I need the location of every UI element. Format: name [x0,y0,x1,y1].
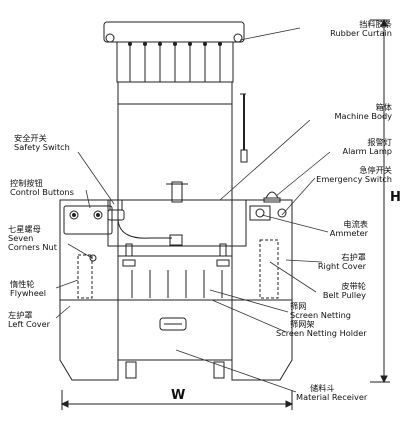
label-left-cover: 左护罩 Left Cover [8,310,50,329]
left-cover [59,199,119,381]
material-receiver-shape [117,299,233,379]
label-machine-body: 箱体 Machine Body [334,102,392,121]
label-flywheel: 惰性轮 Flywheel [10,279,47,298]
label-safety-switch: 安全开关 Safety Switch [14,133,70,152]
label-material-receiver: 储料斗 Material Receiver [296,383,368,402]
dimension-lines [60,18,390,410]
hopper [103,21,245,83]
label-right-cover: 右护罩 Right Cover [317,252,366,271]
label-ammeter: 电流表 Ammeter [329,219,368,238]
label-screen-netting-holder: 筛网架 Screen Netting Holder [276,319,367,338]
label-rubber-curtain: 挡料胶条 Rubber Curtain [330,19,392,38]
leader-lines [55,27,331,393]
right-cover [231,199,293,381]
label-control-buttons: 控制按钮 Control Buttons [10,178,74,197]
width-dimension-label: W [171,388,186,403]
label-seven-corners-nut: 七星螺母 Seven Corners Nut [8,224,57,252]
label-belt-pulley: 皮带轮 Belt Pulley [322,281,366,300]
safety-switch [107,181,188,246]
label-screen-netting: 筛网 Screen Netting [290,301,351,320]
label-alarm-lamp: 报警灯 Alarm Lamp [342,137,392,156]
height-dimension-label: H [390,190,401,205]
label-emergency-switch: 急停开关 Emergency Switch [316,165,392,184]
alarm-lamp-shape [263,191,281,203]
machine-body [107,81,248,247]
